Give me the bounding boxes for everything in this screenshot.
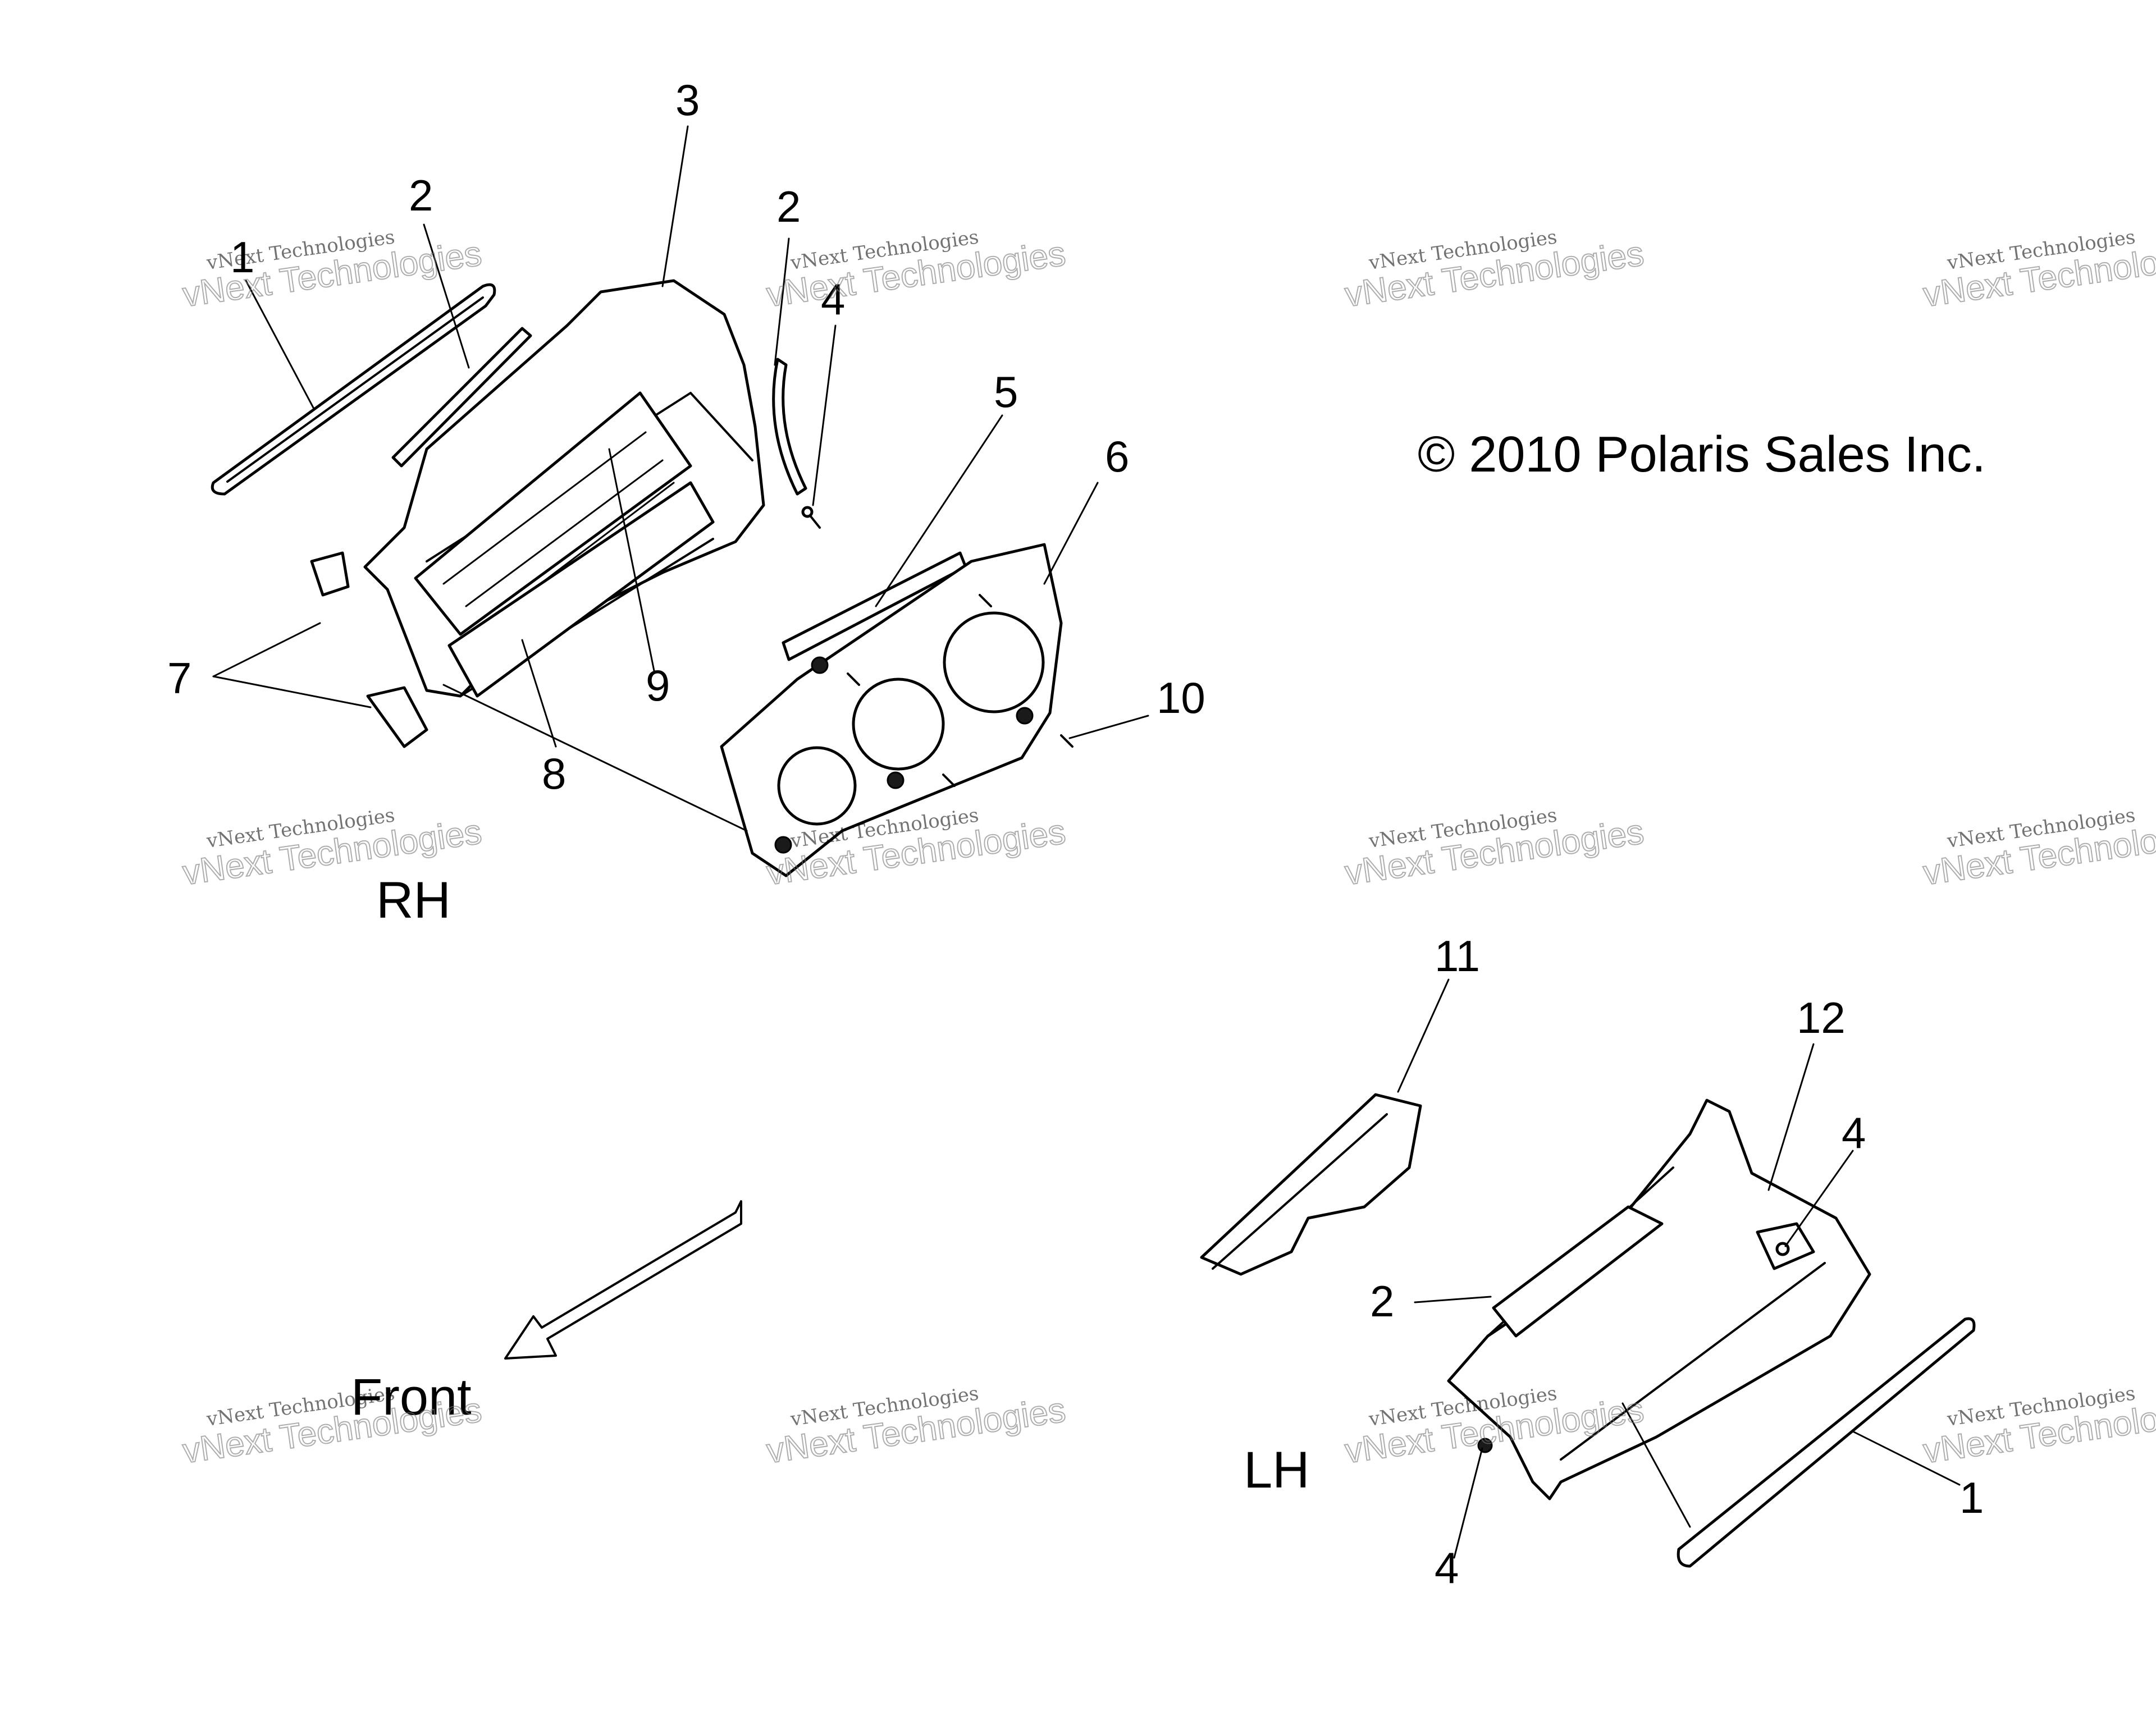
rh-assembly: 1 2 3 2 4 5 6 7 8 9 10 [167, 75, 1205, 877]
rh-callout-labels: 1 2 3 2 4 5 6 7 8 9 10 [167, 75, 1205, 798]
lh-window [1492, 1205, 1664, 1338]
front-label: Front [351, 1369, 472, 1426]
callout-1: 1 [230, 232, 254, 282]
part-1-trim-strip-lh [1677, 1317, 1976, 1568]
callout-7: 7 [167, 653, 191, 703]
callout-2: 2 [1370, 1276, 1394, 1326]
lh-callout-labels: 11 12 4 2 4 1 [1370, 931, 1984, 1593]
callout-12: 12 [1797, 993, 1846, 1042]
callout-3: 3 [675, 75, 700, 125]
callout-2: 2 [409, 171, 433, 220]
callout-11: 11 [1435, 931, 1480, 981]
part-2-curved-strip-rh [772, 358, 807, 496]
callout-9: 9 [646, 661, 670, 710]
part-7-pad-upper [310, 551, 350, 597]
part-7-pad-lower [366, 686, 428, 748]
copyright-notice: © 2010 Polaris Sales Inc. [1418, 427, 1986, 483]
part-11-side-panel [1200, 1093, 1422, 1276]
callout-4: 4 [1435, 1543, 1459, 1593]
front-direction-arrow [504, 1200, 742, 1360]
part-2-seal-strip-rh [391, 327, 532, 468]
callout-5: 5 [994, 367, 1018, 417]
callout-10: 10 [1157, 673, 1205, 722]
gauge-ring-small [777, 746, 857, 826]
rh-leader-lines [212, 125, 1149, 832]
callout-4: 4 [1842, 1108, 1866, 1157]
gauge-ring-large [943, 611, 1045, 713]
callout-4: 4 [821, 274, 845, 324]
callout-8: 8 [542, 749, 566, 798]
view-label-rh: RH [376, 872, 451, 929]
callout-6: 6 [1105, 432, 1129, 481]
lh-leader-lines [1397, 978, 1961, 1559]
lh-assembly: 11 12 4 2 4 1 [1200, 931, 1984, 1593]
callout-2: 2 [776, 182, 801, 231]
part-9-inner-lens [414, 391, 692, 636]
view-label-lh: LH [1244, 1442, 1310, 1499]
callout-1: 1 [1959, 1473, 1984, 1522]
gauge-ring-middle [852, 678, 945, 771]
part-8-lower-bezel [447, 481, 715, 698]
